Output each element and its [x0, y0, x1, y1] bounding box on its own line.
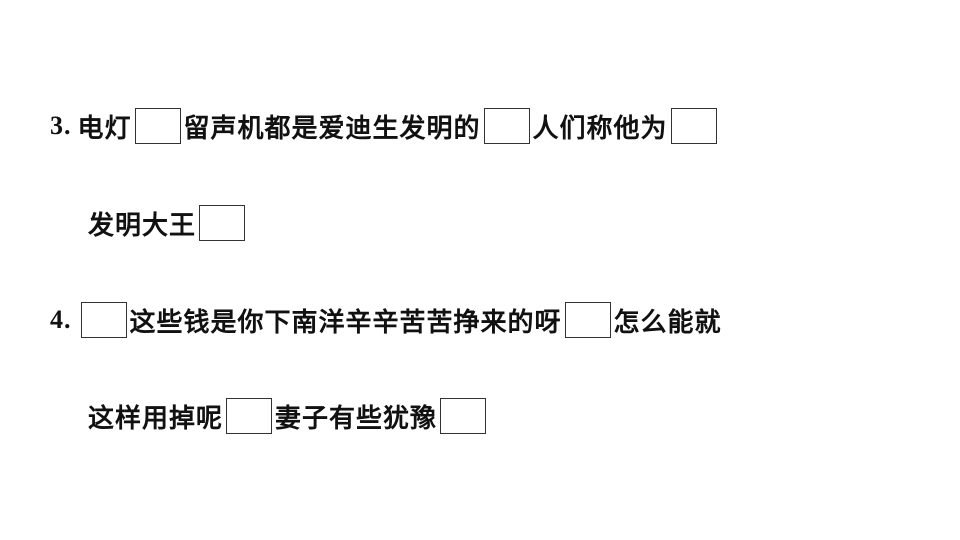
q3-number: 3. — [50, 111, 72, 140]
q4-number: 4. — [50, 305, 72, 334]
q4-text-3: 这样用掉呢 — [88, 403, 224, 434]
q4-text-2: 怎么能就 — [613, 307, 722, 338]
q4-blank-4[interactable] — [440, 398, 487, 434]
q3-blank-1[interactable] — [134, 108, 181, 144]
q3-blank-4[interactable] — [199, 205, 246, 241]
q3-text-1: 电灯 — [77, 113, 132, 144]
q3-text-3: 人们称他为 — [532, 113, 668, 144]
q3-line-2: 发明大王 — [88, 203, 248, 243]
q3-blank-3[interactable] — [670, 108, 717, 144]
q3-line-1: 3. 电灯 留声机都是爱迪生发明的 人们称他为 — [50, 106, 720, 146]
q3-blank-2[interactable] — [483, 108, 530, 144]
q4-text-1: 这些钱是你下南洋辛辛苦苦挣来的呀 — [129, 307, 562, 338]
q4-blank-3[interactable] — [226, 398, 273, 434]
q4-blank-2[interactable] — [564, 302, 611, 338]
q3-text-4: 发明大王 — [88, 210, 197, 241]
q4-text-4: 妻子有些犹豫 — [275, 403, 438, 434]
q4-blank-1[interactable] — [80, 302, 127, 338]
q3-text-2: 留声机都是爱迪生发明的 — [183, 113, 481, 144]
q4-line-2: 这样用掉呢 妻子有些犹豫 — [88, 396, 489, 436]
q4-line-1: 4. 这些钱是你下南洋辛辛苦苦挣来的呀 怎么能就 — [50, 300, 722, 340]
